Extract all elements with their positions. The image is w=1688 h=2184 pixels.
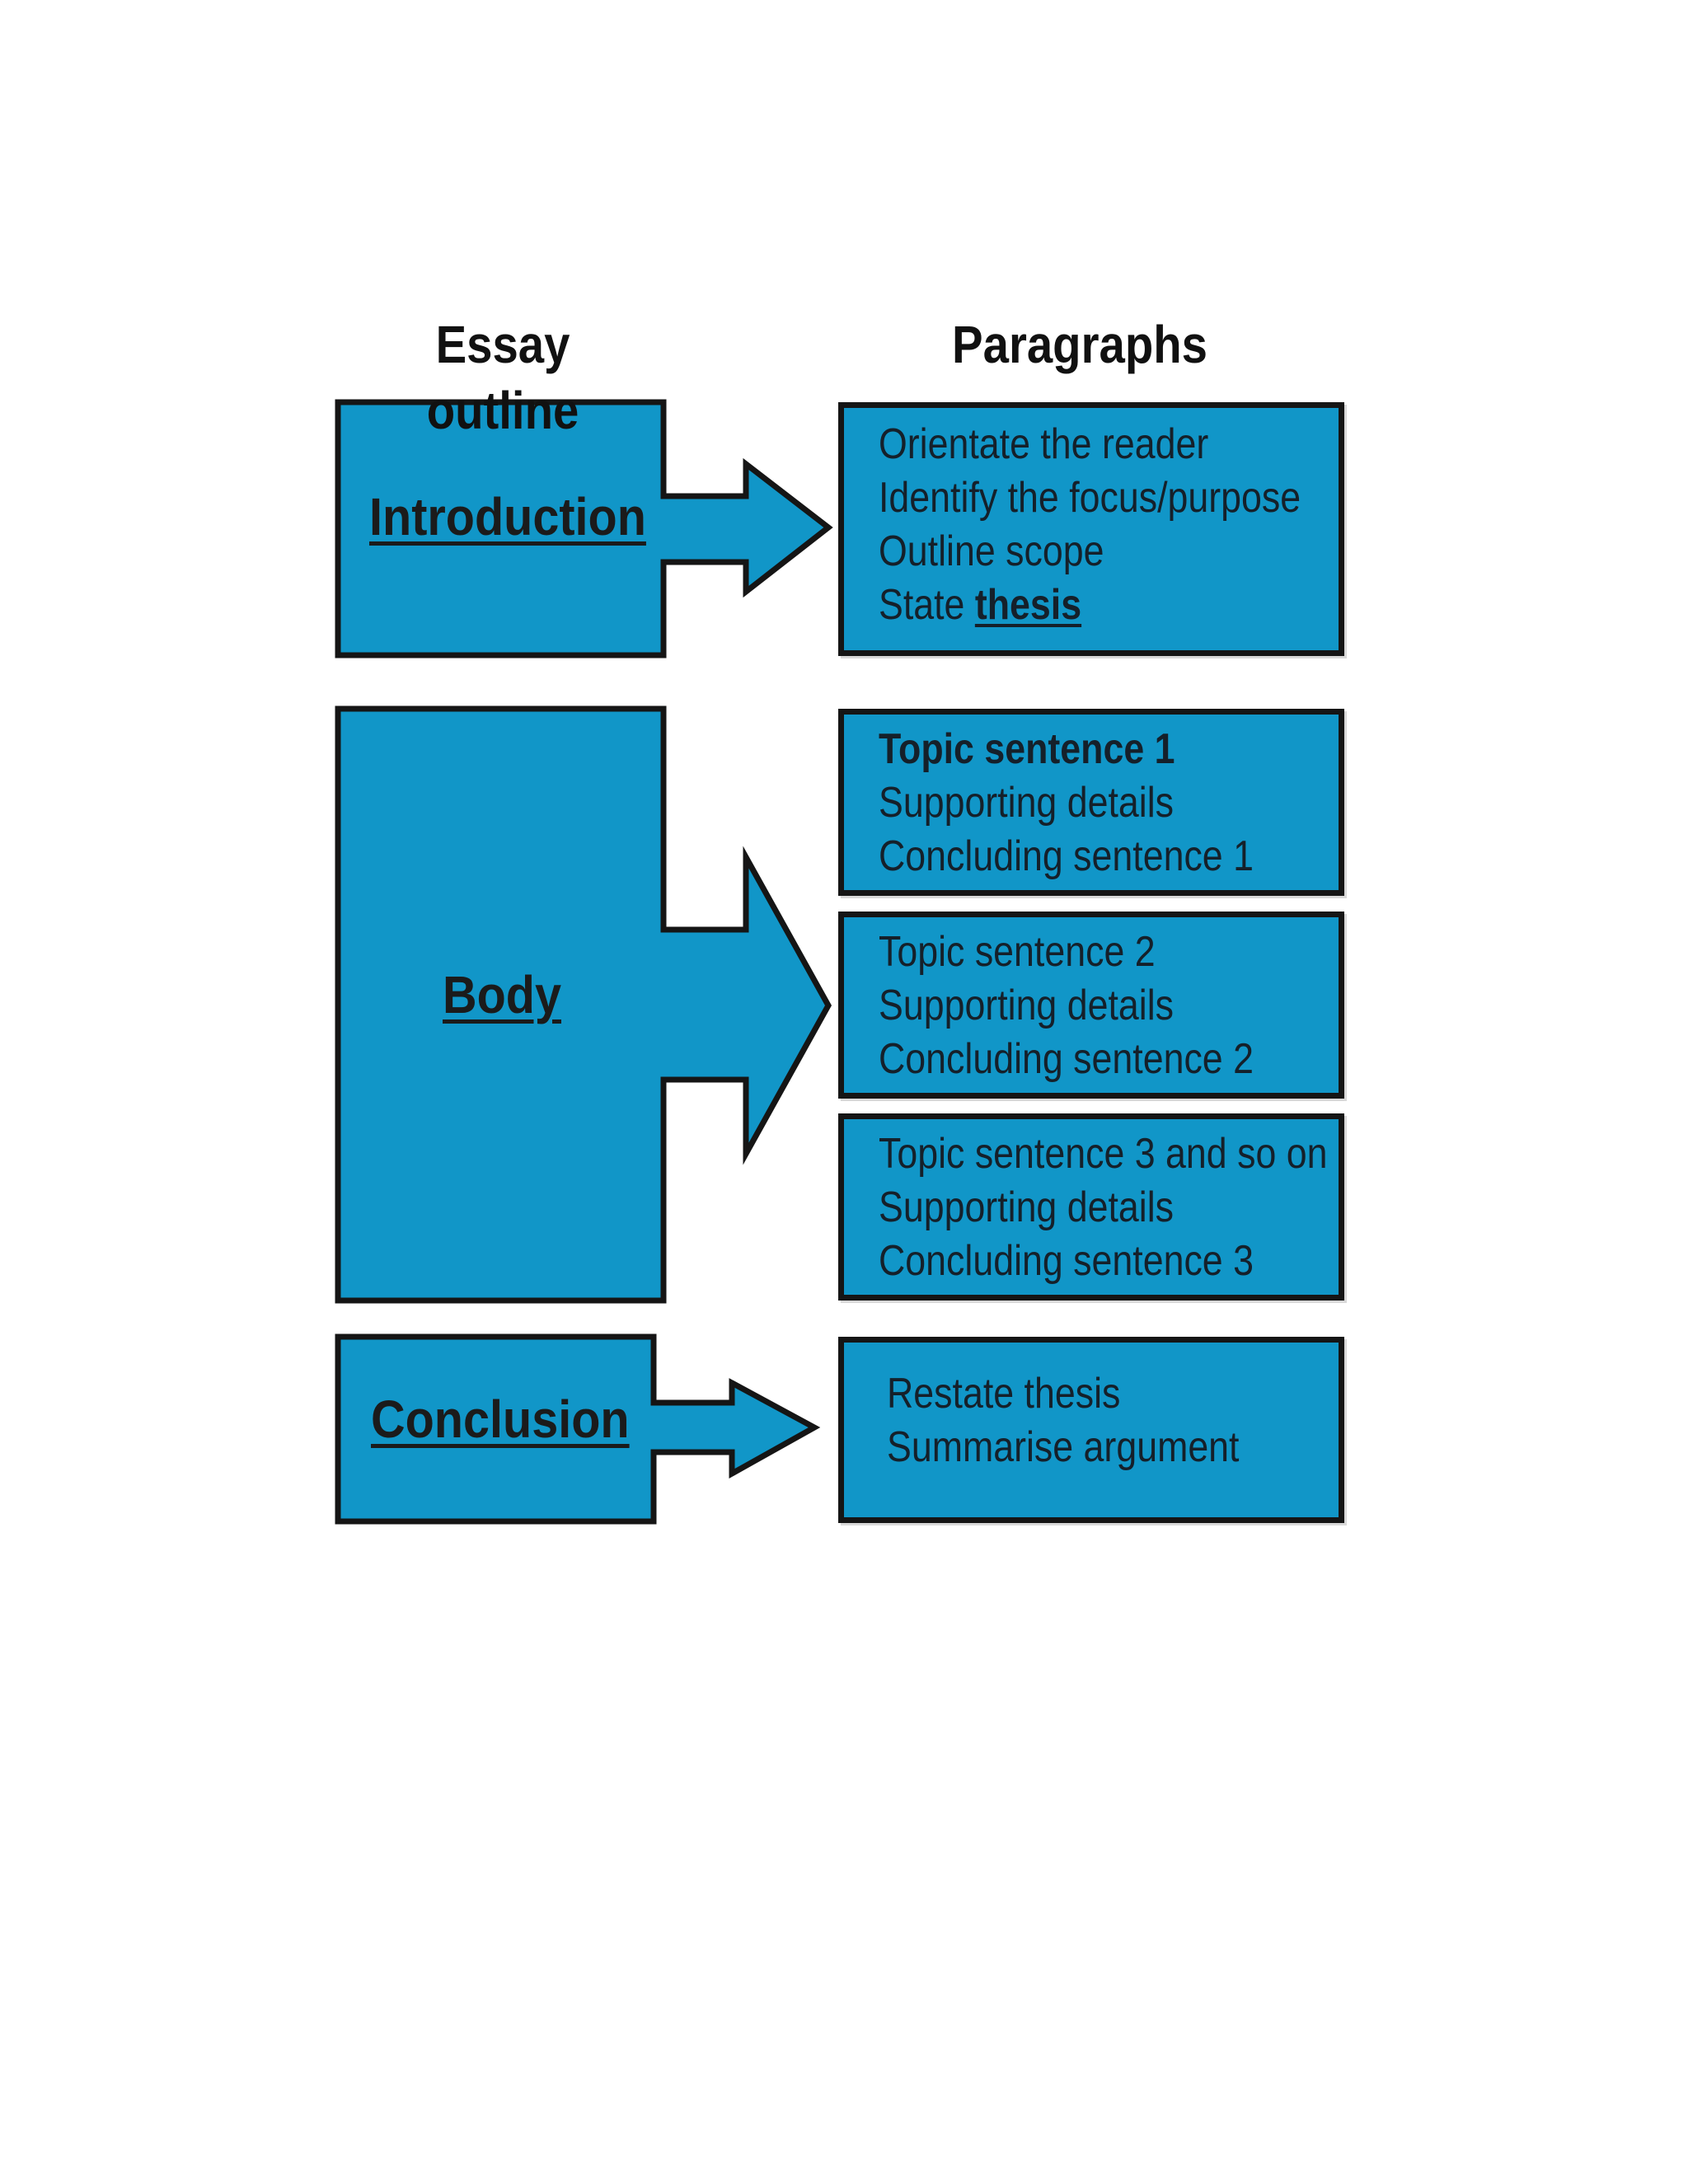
concluding-sentence-2: Concluding sentence 2 bbox=[879, 1035, 1254, 1083]
paragraphs-heading: Paragraphs bbox=[952, 315, 1207, 374]
supporting-details-1: Supporting details bbox=[879, 779, 1175, 827]
thesis-emphasis: thesis bbox=[974, 581, 1082, 629]
body-paragraph-box-2: Topic sentence 2 Supporting details Conc… bbox=[838, 912, 1344, 1099]
topic-sentence-1: Topic sentence 1 bbox=[879, 725, 1175, 773]
intro-line-thesis-prefix: State bbox=[879, 581, 975, 629]
essay-outline-heading: Essay outline bbox=[426, 315, 579, 440]
summarise-argument-line: Summarise argument bbox=[887, 1423, 1240, 1471]
introduction-paragraph-box: Orientate the reader Identify the focus/… bbox=[838, 402, 1344, 656]
body-arrow-shape bbox=[335, 705, 832, 1304]
intro-line-scope: Outline scope bbox=[879, 527, 1104, 575]
restate-thesis-line: Restate thesis bbox=[887, 1370, 1121, 1418]
topic-sentence-3: Topic sentence 3 and so on bbox=[879, 1130, 1328, 1178]
intro-line-thesis: State thesis bbox=[879, 579, 1267, 632]
intro-line-orientate: Orientate the reader bbox=[879, 420, 1209, 468]
body-paragraph-box-1: Topic sentence 1 Supporting details Conc… bbox=[838, 709, 1344, 896]
introduction-arrow-shape bbox=[335, 399, 833, 658]
body-label: Body bbox=[443, 965, 561, 1024]
concluding-sentence-3: Concluding sentence 3 bbox=[879, 1237, 1254, 1285]
supporting-details-2: Supporting details bbox=[879, 982, 1175, 1029]
intro-line-identify: Identify the focus/purpose bbox=[879, 474, 1301, 522]
topic-sentence-2: Topic sentence 2 bbox=[879, 928, 1156, 976]
conclusion-paragraph-box: Restate thesis Summarise argument bbox=[838, 1337, 1344, 1523]
conclusion-label: Conclusion bbox=[371, 1390, 630, 1449]
supporting-details-3: Supporting details bbox=[879, 1183, 1175, 1231]
conclusion-arrow-shape bbox=[335, 1333, 821, 1525]
body-paragraph-box-3: Topic sentence 3 and so on Supporting de… bbox=[838, 1113, 1344, 1301]
introduction-label: Introduction bbox=[369, 487, 646, 546]
concluding-sentence-1: Concluding sentence 1 bbox=[879, 832, 1254, 880]
